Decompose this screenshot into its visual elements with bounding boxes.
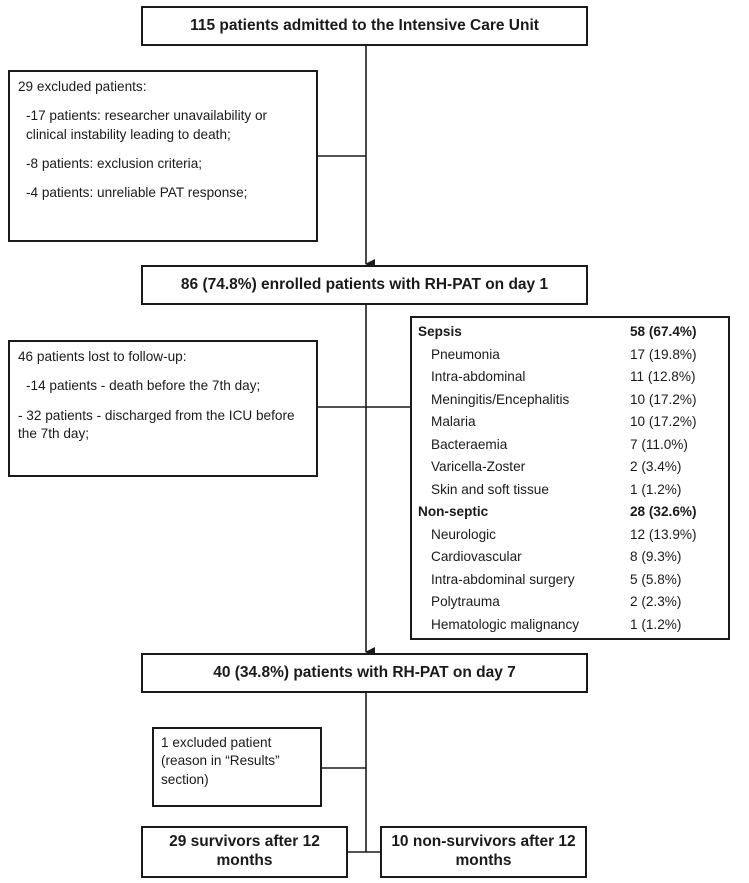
diagnosis-label: Bacteraemia [431,436,508,452]
table-row: Skin and soft tissue 1 (1.2%) [418,479,722,502]
diagnosis-table: Sepsis 58 (67.4%) Pneumonia 17 (19.8%) I… [418,321,722,636]
lost-followup-box: 46 patients lost to follow-up: -14 patie… [8,340,318,477]
excluded-initial-item: -17 patients: researcher unavailability … [26,108,268,142]
lost-followup-item: - 32 patients - discharged from the ICU … [18,407,295,442]
excluded-day7-text: 1 excluded patient (reason in “Results” … [161,735,280,787]
enrolled-box: 86 (74.8%) enrolled patients with RH-PAT… [141,265,588,305]
table-row: Varicella-Zoster 2 (3.4%) [418,456,722,479]
survivors-box: 29 survivors after 12 months [141,826,348,878]
table-row: Meningitis/Encephalitis 10 (17.2%) [418,389,722,412]
group-value-non-septic: 28 (32.6%) [630,504,697,520]
diagnosis-label: Intra-abdominal surgery [431,571,575,587]
diagnosis-label: Skin and soft tissue [431,481,549,497]
table-row: Pneumonia 17 (19.8%) [418,344,722,367]
diagnosis-value: 10 (17.2%) [630,391,697,407]
diagnosis-label: Polytrauma [431,594,500,610]
lost-followup-item: -14 patients - death before the 7th day; [26,378,261,394]
table-row: Neurologic 12 (13.9%) [418,524,722,547]
table-row: Polytrauma 2 (2.3%) [418,591,722,614]
group-label-sepsis: Sepsis [418,324,462,340]
excluded-initial-item: -4 patients: unreliable PAT response; [26,185,248,201]
admitted-label: 115 patients admitted to the Intensive C… [190,16,539,34]
excluded-initial-box: 29 excluded patients: -17 patients: rese… [8,70,318,242]
diagnosis-value: 5 (5.8%) [630,571,682,587]
diagnosis-value: 1 (1.2%) [630,481,682,497]
diagnosis-table-box: Sepsis 58 (67.4%) Pneumonia 17 (19.8%) I… [410,316,730,640]
table-row: Sepsis 58 (67.4%) [418,321,722,344]
admitted-box: 115 patients admitted to the Intensive C… [141,6,588,46]
diagnosis-label: Hematologic malignancy [431,616,580,632]
survivors-label: 29 survivors after 12 months [169,833,320,869]
non-survivors-box: 10 non-survivors after 12 months [380,826,587,878]
diagnosis-label: Neurologic [431,526,496,542]
lost-followup-title: 46 patients lost to follow-up: [18,349,187,364]
diagnosis-value: 1 (1.2%) [630,616,682,632]
diagnosis-label: Malaria [431,414,476,430]
diagnosis-value: 11 (12.8%) [630,369,696,385]
excluded-initial-item: -8 patients: exclusion criteria; [26,156,203,172]
day7-label: 40 (34.8%) patients with RH-PAT on day 7 [213,663,516,681]
enrolled-label: 86 (74.8%) enrolled patients with RH-PAT… [180,275,549,293]
diagnosis-value: 12 (13.9%) [630,526,697,542]
group-value-sepsis: 58 (67.4%) [630,324,697,340]
table-row: Hematologic malignancy 1 (1.2%) [418,614,722,637]
table-row: Malaria 10 (17.2%) [418,411,722,434]
table-row: Intra-abdominal 11 (12.8%) [418,366,722,389]
table-row: Non-septic 28 (32.6%) [418,501,722,524]
diagnosis-label: Varicella-Zoster [431,459,526,475]
group-label-non-septic: Non-septic [418,504,489,520]
table-row: Intra-abdominal surgery 5 (5.8%) [418,569,722,592]
diagnosis-label: Meningitis/Encephalitis [431,391,570,407]
diagnosis-value: 2 (2.3%) [630,594,682,610]
diagnosis-value: 10 (17.2%) [630,414,697,430]
diagnosis-value: 8 (9.3%) [630,549,682,565]
diagnosis-label: Pneumonia [431,346,500,362]
excluded-day7-box: 1 excluded patient (reason in “Results” … [152,727,322,807]
non-survivors-label: 10 non-survivors after 12 months [391,833,576,869]
diagnosis-label: Intra-abdominal [431,369,526,385]
table-row: Cardiovascular 8 (9.3%) [418,546,722,569]
table-row: Bacteraemia 7 (11.0%) [418,434,722,457]
diagnosis-value: 7 (11.0%) [630,436,688,452]
diagnosis-value: 2 (3.4%) [630,459,682,475]
excluded-initial-title: 29 excluded patients: [18,79,147,94]
diagnosis-value: 17 (19.8%) [630,346,697,362]
diagnosis-label: Cardiovascular [431,549,522,565]
day7-box: 40 (34.8%) patients with RH-PAT on day 7 [141,653,588,693]
